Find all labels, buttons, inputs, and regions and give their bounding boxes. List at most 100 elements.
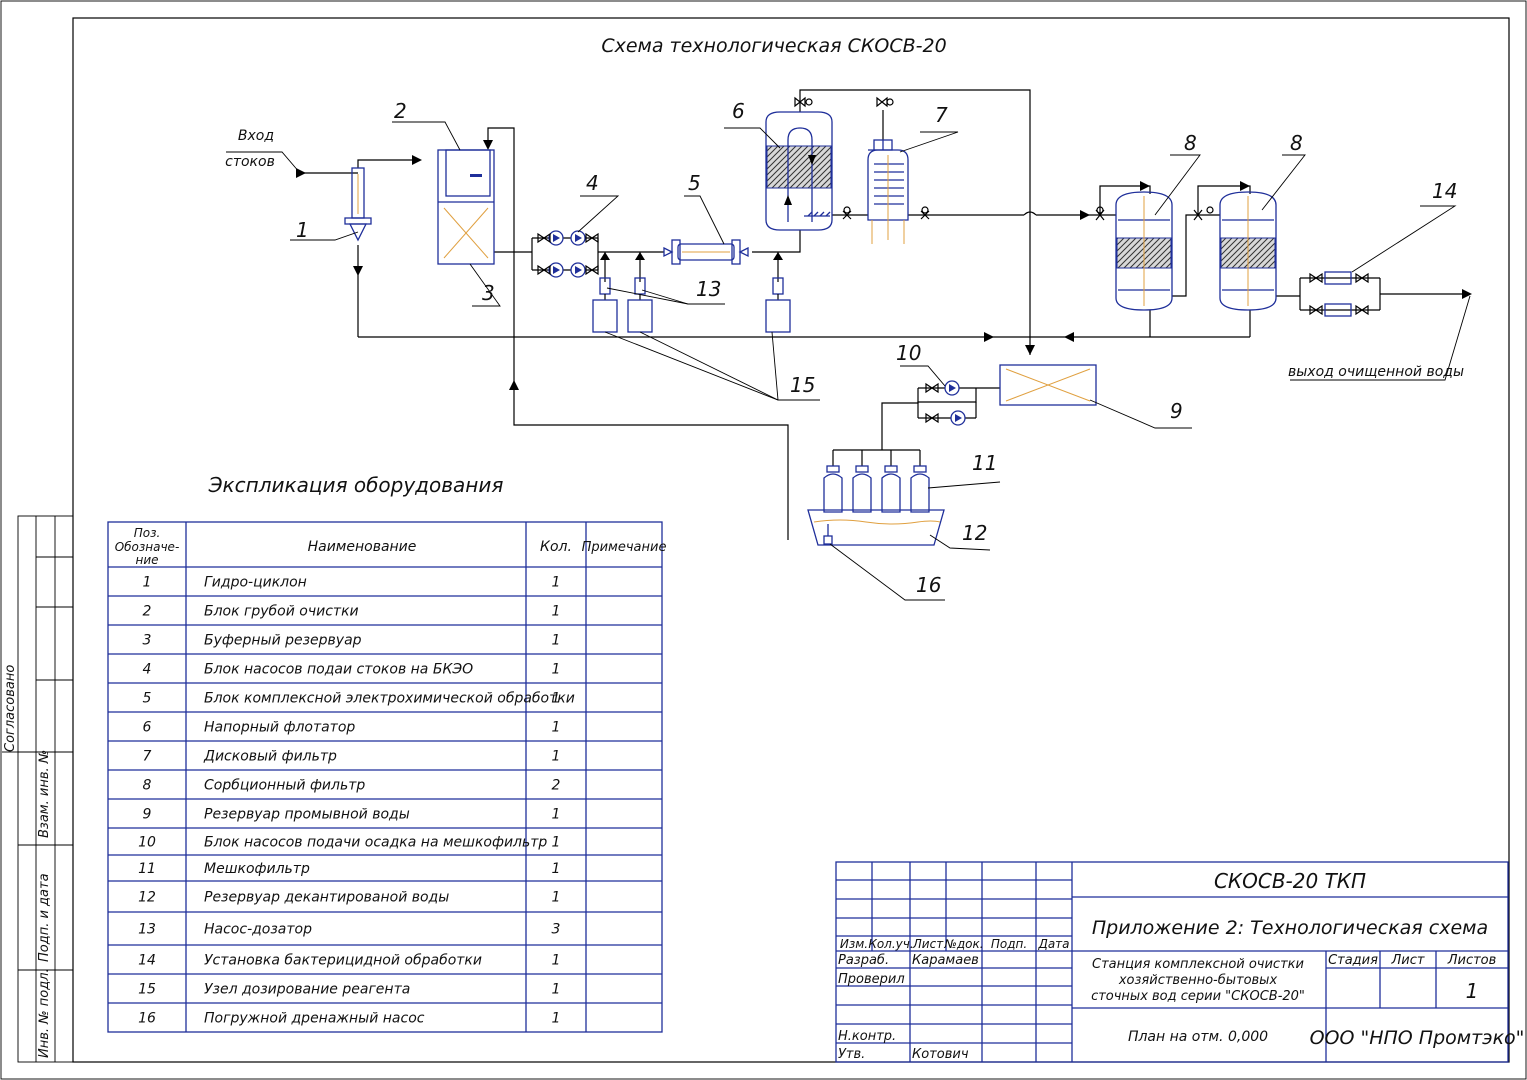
table-cell-pos: 14 bbox=[138, 953, 156, 969]
diagram-title: Схема технологическая СКОСВ-20 bbox=[601, 35, 946, 57]
callout-6: 6 bbox=[732, 99, 745, 123]
table-cell-pos: 7 bbox=[143, 749, 152, 765]
table-cell-qty: 1 bbox=[552, 691, 561, 707]
stamp-orig-inv: Инв. № подл. bbox=[37, 968, 52, 1058]
callout-3: 3 bbox=[482, 281, 495, 305]
table-cell-name: Мешкофильтр bbox=[204, 861, 310, 877]
sheets-value: 1 bbox=[1466, 979, 1479, 1003]
table-cell-name: Блок насосов подаи стоков на БКЭО bbox=[204, 662, 473, 678]
table-cell-pos: 8 bbox=[143, 778, 152, 794]
plan-label: План на отм. 0,000 bbox=[1128, 1029, 1268, 1045]
col-note-header: Примечание bbox=[582, 540, 667, 555]
sheet-title: Приложение 2: Технологическая схема bbox=[1092, 917, 1488, 939]
col-ndok: №док. bbox=[943, 937, 983, 951]
explication-title: Экспликация оборудования bbox=[208, 473, 504, 497]
table-cell-pos: 1 bbox=[143, 575, 152, 591]
stamp-replace-inv: Взам. инв. № bbox=[37, 750, 52, 838]
piping bbox=[296, 89, 1472, 540]
leaders bbox=[226, 121, 1471, 601]
table-cell-name: Гидро-циклон bbox=[204, 575, 307, 591]
table-cell-pos: 5 bbox=[143, 691, 152, 707]
callout-numbers: 1 2 3 4 5 6 7 8 8 9 10 11 12 13 14 15 16 bbox=[296, 99, 1457, 597]
table-cell-qty: 1 bbox=[552, 890, 561, 906]
callout-14: 14 bbox=[1432, 179, 1457, 203]
col-list: Лист bbox=[912, 937, 944, 951]
col-pos-header-2: Обозначе- bbox=[115, 540, 180, 554]
company-name: ООО "НПО Промтэко" bbox=[1310, 1027, 1525, 1049]
sorption-filter-8a bbox=[1095, 191, 1173, 311]
callout-11: 11 bbox=[972, 451, 997, 475]
table-cell-pos: 10 bbox=[138, 835, 156, 851]
stage-label: Стадия bbox=[1328, 953, 1378, 968]
sheets-label: Листов bbox=[1447, 953, 1497, 968]
table-cell-name: Установка бактерицидной обработки bbox=[204, 953, 482, 969]
col-izm: Изм. bbox=[840, 937, 868, 951]
role-checker: Проверил bbox=[838, 972, 905, 987]
callout-16: 16 bbox=[916, 573, 941, 597]
table-cell-qty: 1 bbox=[552, 835, 561, 851]
table-cell-pos: 2 bbox=[143, 604, 152, 620]
role-norm: Н.контр. bbox=[838, 1029, 896, 1044]
col-pos-header-1: Поз. bbox=[134, 526, 161, 540]
callout-1: 1 bbox=[296, 218, 309, 242]
description-2: хозяйственно-бытовых bbox=[1118, 973, 1278, 988]
table-cell-name: Блок комплексной электрохимической обраб… bbox=[204, 691, 575, 707]
role-approve: Утв. bbox=[838, 1047, 865, 1062]
sludge-pumps-10 bbox=[925, 380, 966, 426]
callout-7: 7 bbox=[935, 103, 948, 127]
table-cell-name: Узел дозирование реагента bbox=[204, 982, 410, 998]
table-cell-qty: 1 bbox=[552, 982, 561, 998]
table-cell-qty: 1 bbox=[552, 720, 561, 736]
table-cell-pos: 15 bbox=[138, 982, 156, 998]
table-cell-pos: 12 bbox=[138, 890, 156, 906]
callout-10: 10 bbox=[896, 341, 921, 365]
inlet-label-1: Вход bbox=[238, 128, 274, 144]
col-koluch: Кол.уч. bbox=[868, 937, 913, 951]
callout-12: 12 bbox=[962, 521, 987, 545]
table-cell-qty: 1 bbox=[552, 807, 561, 823]
table-cell-qty: 2 bbox=[552, 778, 561, 794]
table-cell-qty: 1 bbox=[552, 575, 561, 591]
table-cell-qty: 1 bbox=[552, 953, 561, 969]
table-cell-name: Сорбционный фильтр bbox=[204, 778, 365, 794]
description-1: Станция комплексной очистки bbox=[1092, 957, 1304, 972]
developer-name: Карамаев bbox=[912, 953, 979, 968]
callout-8b: 8 bbox=[1290, 131, 1303, 155]
coarse-block-2 bbox=[437, 149, 495, 265]
stamp-sign-date: Подп. и дата bbox=[37, 873, 52, 962]
table-cell-pos: 13 bbox=[138, 922, 156, 938]
flotator-6 bbox=[765, 96, 833, 231]
disk-filter-7 bbox=[842, 96, 930, 244]
hydrocyclone-1 bbox=[344, 167, 372, 242]
table-cell-name: Буферный резервуар bbox=[204, 633, 362, 649]
table-cell-qty: 1 bbox=[552, 861, 561, 877]
doc-code: СКОСВ-20 ТКП bbox=[1214, 869, 1366, 893]
table-cell-pos: 3 bbox=[143, 633, 152, 649]
side-stamp: Согласовано Взам. инв. № Подп. и дата Ин… bbox=[2, 515, 74, 1063]
title-block: СКОСВ-20 ТКП Приложение 2: Технологическ… bbox=[835, 861, 1525, 1063]
table-cell-qty: 3 bbox=[552, 922, 561, 938]
table-cell-name: Погружной дренажный насос bbox=[204, 1011, 425, 1027]
callout-8a: 8 bbox=[1184, 131, 1197, 155]
table-cell-pos: 6 bbox=[143, 720, 152, 736]
table-cell-pos: 9 bbox=[143, 807, 152, 823]
inlet-label-2: стоков bbox=[225, 154, 275, 170]
table-cell-qty: 1 bbox=[552, 662, 561, 678]
pump-block-4 bbox=[537, 230, 599, 278]
sheet-label: Лист bbox=[1391, 953, 1425, 968]
table-cell-name: Резервуар промывной воды bbox=[204, 807, 410, 823]
table-cell-name: Блок насосов подачи осадка на мешкофильт… bbox=[204, 835, 547, 851]
outlet-label: выход очищенной воды bbox=[1288, 364, 1464, 380]
approver-name: Котович bbox=[912, 1047, 969, 1062]
table-cell-name: Дисковый фильтр bbox=[203, 749, 337, 765]
ect-unit-5 bbox=[663, 239, 749, 265]
col-name-header: Наименование bbox=[308, 539, 417, 555]
table-cell-qty: 1 bbox=[552, 604, 561, 620]
callout-4: 4 bbox=[586, 171, 599, 195]
table-cell-name: Напорный флотатор bbox=[204, 720, 355, 736]
callout-9: 9 bbox=[1170, 399, 1183, 423]
table-cell-name: Блок грубой очистки bbox=[204, 604, 359, 620]
explication-table: Поз. Обозначе- ние Наименование Кол. При… bbox=[107, 521, 667, 1033]
uv-unit-14 bbox=[1309, 271, 1369, 317]
